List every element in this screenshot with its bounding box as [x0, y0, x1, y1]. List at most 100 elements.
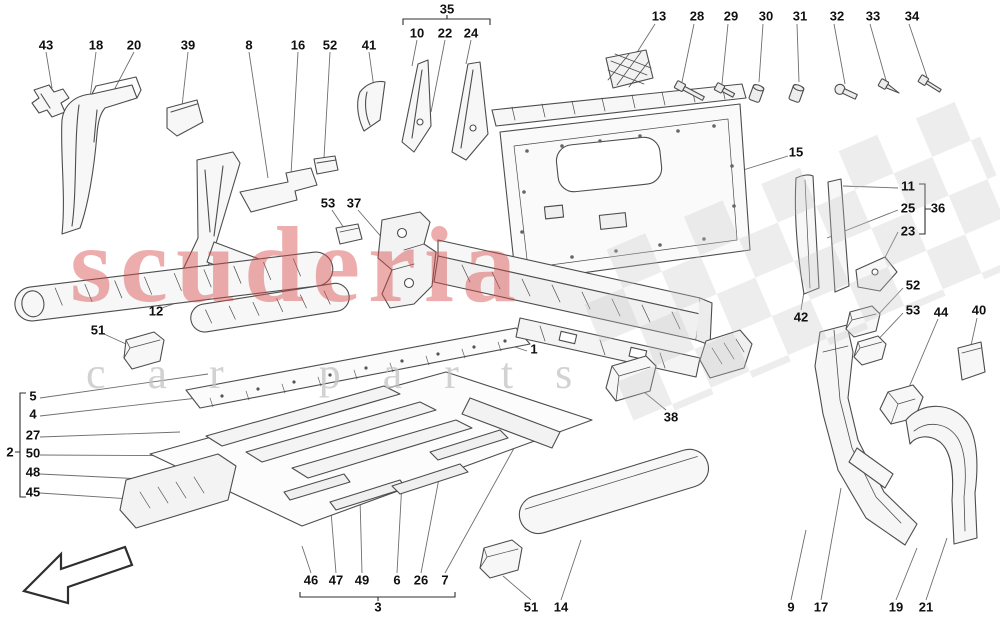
group-brackets: [15, 15, 931, 601]
part-strip-17: [848, 447, 894, 489]
part-label-6[interactable]: 6: [393, 572, 401, 588]
part-label-47[interactable]: 47: [328, 572, 344, 588]
part-cube-53-right: [853, 335, 887, 366]
part-label-44[interactable]: 44: [933, 304, 949, 320]
part-label-50[interactable]: 50: [25, 445, 41, 461]
fastener-34-screw: [917, 74, 942, 93]
part-box-53-mid: [335, 223, 363, 245]
part-label-15[interactable]: 15: [788, 144, 804, 160]
part-bulkhead-panel-15: [499, 103, 751, 283]
part-label-39[interactable]: 39: [180, 37, 196, 53]
part-label-31[interactable]: 31: [792, 8, 808, 24]
part-label-20[interactable]: 20: [126, 37, 142, 53]
part-label-53-mid[interactable]: 53: [320, 195, 336, 211]
part-label-12[interactable]: 12: [148, 303, 164, 319]
part-cpiece-19-21: [905, 405, 978, 545]
part-label-35[interactable]: 35: [439, 1, 455, 17]
part-label-29[interactable]: 29: [723, 8, 739, 24]
part-label-46[interactable]: 46: [303, 572, 319, 588]
part-floor-assembly: [149, 371, 593, 527]
part-label-30[interactable]: 30: [758, 8, 774, 24]
part-bracket-37: [377, 211, 437, 309]
part-mesh-pad-13: [605, 49, 654, 89]
part-label-25[interactable]: 25: [900, 200, 916, 216]
part-rail-upper-left-12: [14, 251, 334, 322]
part-label-51-bottom[interactable]: 51: [523, 599, 539, 615]
fastener-28-screw: [673, 80, 705, 101]
part-label-32[interactable]: 32: [829, 8, 845, 24]
part-label-41[interactable]: 41: [361, 37, 377, 53]
part-label-9[interactable]: 9: [787, 599, 795, 615]
part-label-37[interactable]: 37: [346, 195, 362, 211]
part-label-53-right[interactable]: 53: [905, 302, 921, 318]
part-bracket-23: [855, 256, 898, 292]
part-label-17[interactable]: 17: [813, 599, 829, 615]
part-rail-lower-left: [190, 282, 350, 333]
part-label-52-right[interactable]: 52: [905, 277, 921, 293]
part-label-48[interactable]: 48: [25, 464, 41, 480]
part-label-38[interactable]: 38: [663, 409, 679, 425]
part-bpillar-9: [814, 324, 918, 546]
part-tbracket-16: [239, 167, 318, 213]
part-strip-42: [794, 174, 820, 295]
part-panel-39: [166, 99, 204, 137]
part-label-18[interactable]: 18: [88, 37, 104, 53]
part-label-3[interactable]: 3: [374, 599, 382, 615]
part-label-10[interactable]: 10: [409, 25, 425, 41]
part-label-21[interactable]: 21: [918, 599, 934, 615]
part-plate-40: [957, 341, 986, 381]
part-label-7[interactable]: 7: [441, 572, 449, 588]
part-label-23[interactable]: 23: [900, 223, 916, 239]
part-label-4[interactable]: 4: [29, 406, 37, 422]
fastener-32-flanged-bolt: [834, 83, 858, 100]
fasteners-28-34: [673, 74, 942, 103]
part-cube-51-bottom: [479, 539, 523, 579]
part-label-52-top[interactable]: 52: [322, 37, 338, 53]
part-box-52-top: [313, 155, 339, 175]
part-sill-14: [518, 448, 710, 535]
part-cube-52-right: [845, 305, 881, 338]
part-label-26[interactable]: 26: [413, 572, 429, 588]
part-pillar-18-20: [61, 76, 142, 235]
part-label-42[interactable]: 42: [793, 309, 809, 325]
part-footwell-45-46: [119, 453, 237, 529]
part-angle-41: [357, 80, 386, 132]
part-label-5[interactable]: 5: [29, 388, 37, 404]
part-label-8[interactable]: 8: [245, 37, 253, 53]
part-label-40[interactable]: 40: [971, 302, 987, 318]
part-label-19[interactable]: 19: [888, 599, 904, 615]
part-label-1[interactable]: 1: [530, 341, 538, 357]
part-label-11[interactable]: 11: [901, 178, 915, 194]
part-label-36[interactable]: 36: [930, 200, 946, 216]
part-header-rail: [491, 83, 747, 127]
fastener-33-screw: [877, 78, 900, 94]
part-label-14[interactable]: 14: [553, 599, 569, 615]
part-label-45[interactable]: 45: [25, 484, 41, 500]
part-label-16[interactable]: 16: [290, 37, 306, 53]
part-wedge-bracket: [699, 329, 753, 379]
part-label-43[interactable]: 43: [38, 37, 54, 53]
part-bracket-38: [605, 355, 657, 402]
part-lower-cross-rail: [515, 317, 701, 378]
part-strip-11-25: [827, 178, 850, 293]
part-label-33[interactable]: 33: [865, 8, 881, 24]
part-label-28[interactable]: 28: [689, 8, 705, 24]
part-crossmember: [433, 239, 713, 346]
part-label-27[interactable]: 27: [25, 427, 41, 443]
part-label-2[interactable]: 2: [6, 444, 14, 460]
fastener-30-sleeve: [748, 84, 765, 103]
part-panel-24: [451, 61, 489, 161]
part-label-13[interactable]: 13: [651, 8, 667, 24]
direction-arrow-icon: [21, 545, 134, 605]
part-panel-10-22: [401, 59, 432, 153]
part-label-24[interactable]: 24: [463, 25, 479, 41]
part-label-51-left[interactable]: 51: [90, 322, 106, 338]
part-label-34[interactable]: 34: [904, 8, 920, 24]
part-label-49[interactable]: 49: [354, 572, 370, 588]
part-label-22[interactable]: 22: [437, 25, 453, 41]
part-cube-51-left: [123, 331, 165, 370]
fastener-29-bolt: [713, 82, 736, 98]
